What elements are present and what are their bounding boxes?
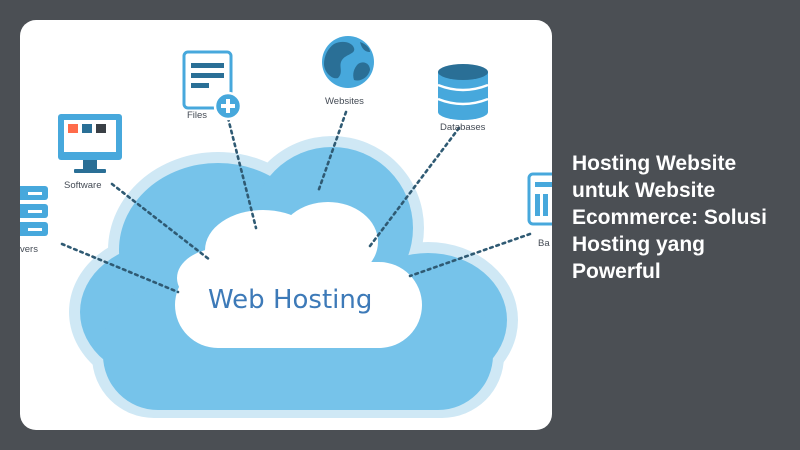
software-label: Software: [64, 180, 102, 191]
database-icon: [437, 64, 489, 120]
page-headline: Hosting Website untuk Website Ecommerce:…: [572, 152, 767, 283]
files-label: Files: [187, 110, 207, 121]
backup-label: Ba: [538, 238, 550, 249]
files-icon: [182, 50, 243, 121]
servers-label: vers: [20, 244, 38, 255]
websites-label: Websites: [325, 96, 364, 107]
web-hosting-label: Web Hosting: [208, 285, 372, 315]
web-hosting-illustration: Files Websites Databases Software vers B…: [20, 36, 552, 418]
databases-label: Databases: [440, 122, 486, 133]
server-icon: [20, 186, 48, 236]
monitor-icon: [58, 114, 122, 173]
backup-icon: [527, 172, 552, 226]
connector-lines: [60, 110, 532, 294]
cloud-shape: [69, 136, 518, 418]
globe-icon: [322, 36, 374, 88]
illustration-card: Files Websites Databases Software vers B…: [20, 20, 552, 430]
